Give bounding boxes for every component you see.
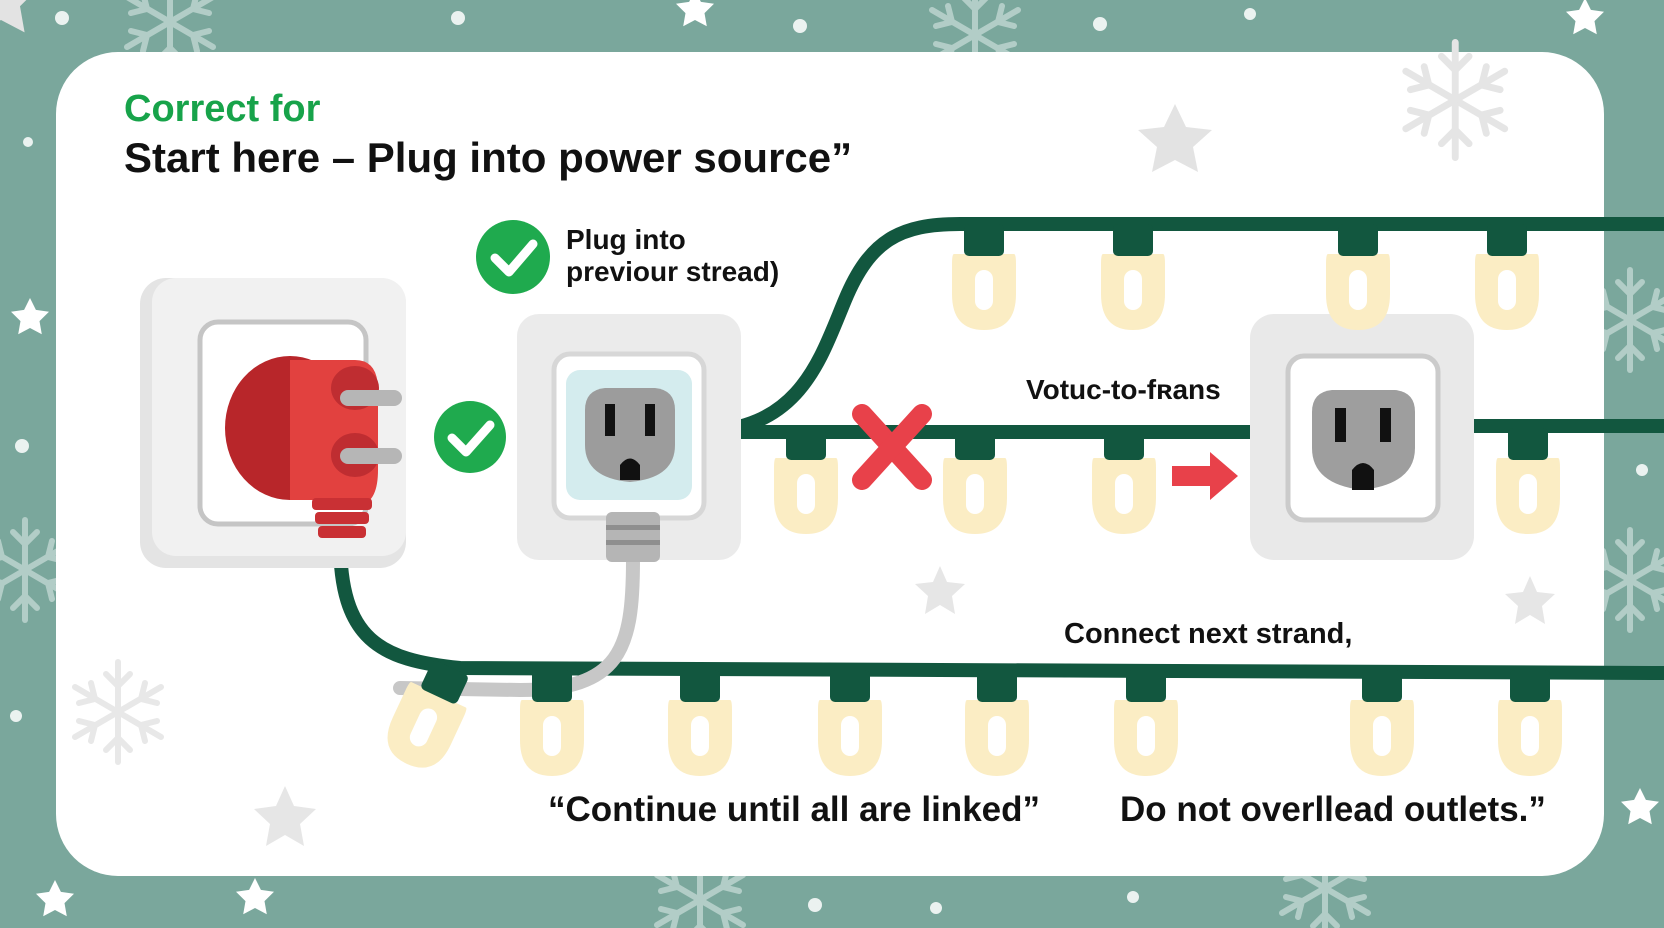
light-bulb-icon xyxy=(1101,224,1165,330)
star-icon xyxy=(1505,576,1555,624)
check-icon xyxy=(476,220,550,294)
previous-strand-line: previour stread) xyxy=(566,256,780,287)
light-bulb-icon xyxy=(1496,428,1560,534)
middle-strand-label: Votuc-to-fʀans xyxy=(1026,374,1221,405)
light-bulb-icon xyxy=(668,670,732,776)
wall-outlet-icon xyxy=(517,314,741,562)
connect-next-label: Connect next strand, xyxy=(1064,618,1353,650)
snowflake-icon xyxy=(75,662,161,762)
page-title: Start here – Plug into power source” xyxy=(124,134,853,181)
snowflake-icon xyxy=(1406,43,1505,158)
light-bulb-icon xyxy=(818,670,882,776)
light-bulb-icon xyxy=(965,670,1029,776)
light-bulb-icon xyxy=(1114,670,1178,776)
wall-outlet-icon xyxy=(1250,314,1474,560)
subtitle: Correct for xyxy=(124,88,321,130)
light-bulb-icon xyxy=(1498,670,1562,776)
star-icon xyxy=(0,0,39,33)
plug-into-line: Plug into xyxy=(566,224,686,255)
check-icon xyxy=(434,401,506,473)
light-bulb-icon xyxy=(952,224,1016,330)
star-icon xyxy=(1138,104,1212,172)
arrow-right-icon xyxy=(1172,452,1238,500)
caption-overload: Do not overllead outlets.” xyxy=(1120,790,1546,829)
top-strand-wire xyxy=(693,217,1664,439)
light-bulb-icon xyxy=(774,428,838,534)
plug-into-label: Plug into previour stread) xyxy=(566,224,826,288)
star-icon xyxy=(254,786,316,846)
light-bulb-icon xyxy=(1092,428,1156,534)
cross-icon xyxy=(852,404,932,490)
star-icon xyxy=(915,566,965,614)
caption-continue: “Continue until all are linked” xyxy=(548,790,1040,829)
light-bulb-icon xyxy=(1475,224,1539,330)
red-plug-icon xyxy=(225,356,402,538)
light-bulb-icon xyxy=(943,428,1007,534)
light-bulb-icon xyxy=(1326,224,1390,330)
light-bulb-icon xyxy=(1350,670,1414,776)
